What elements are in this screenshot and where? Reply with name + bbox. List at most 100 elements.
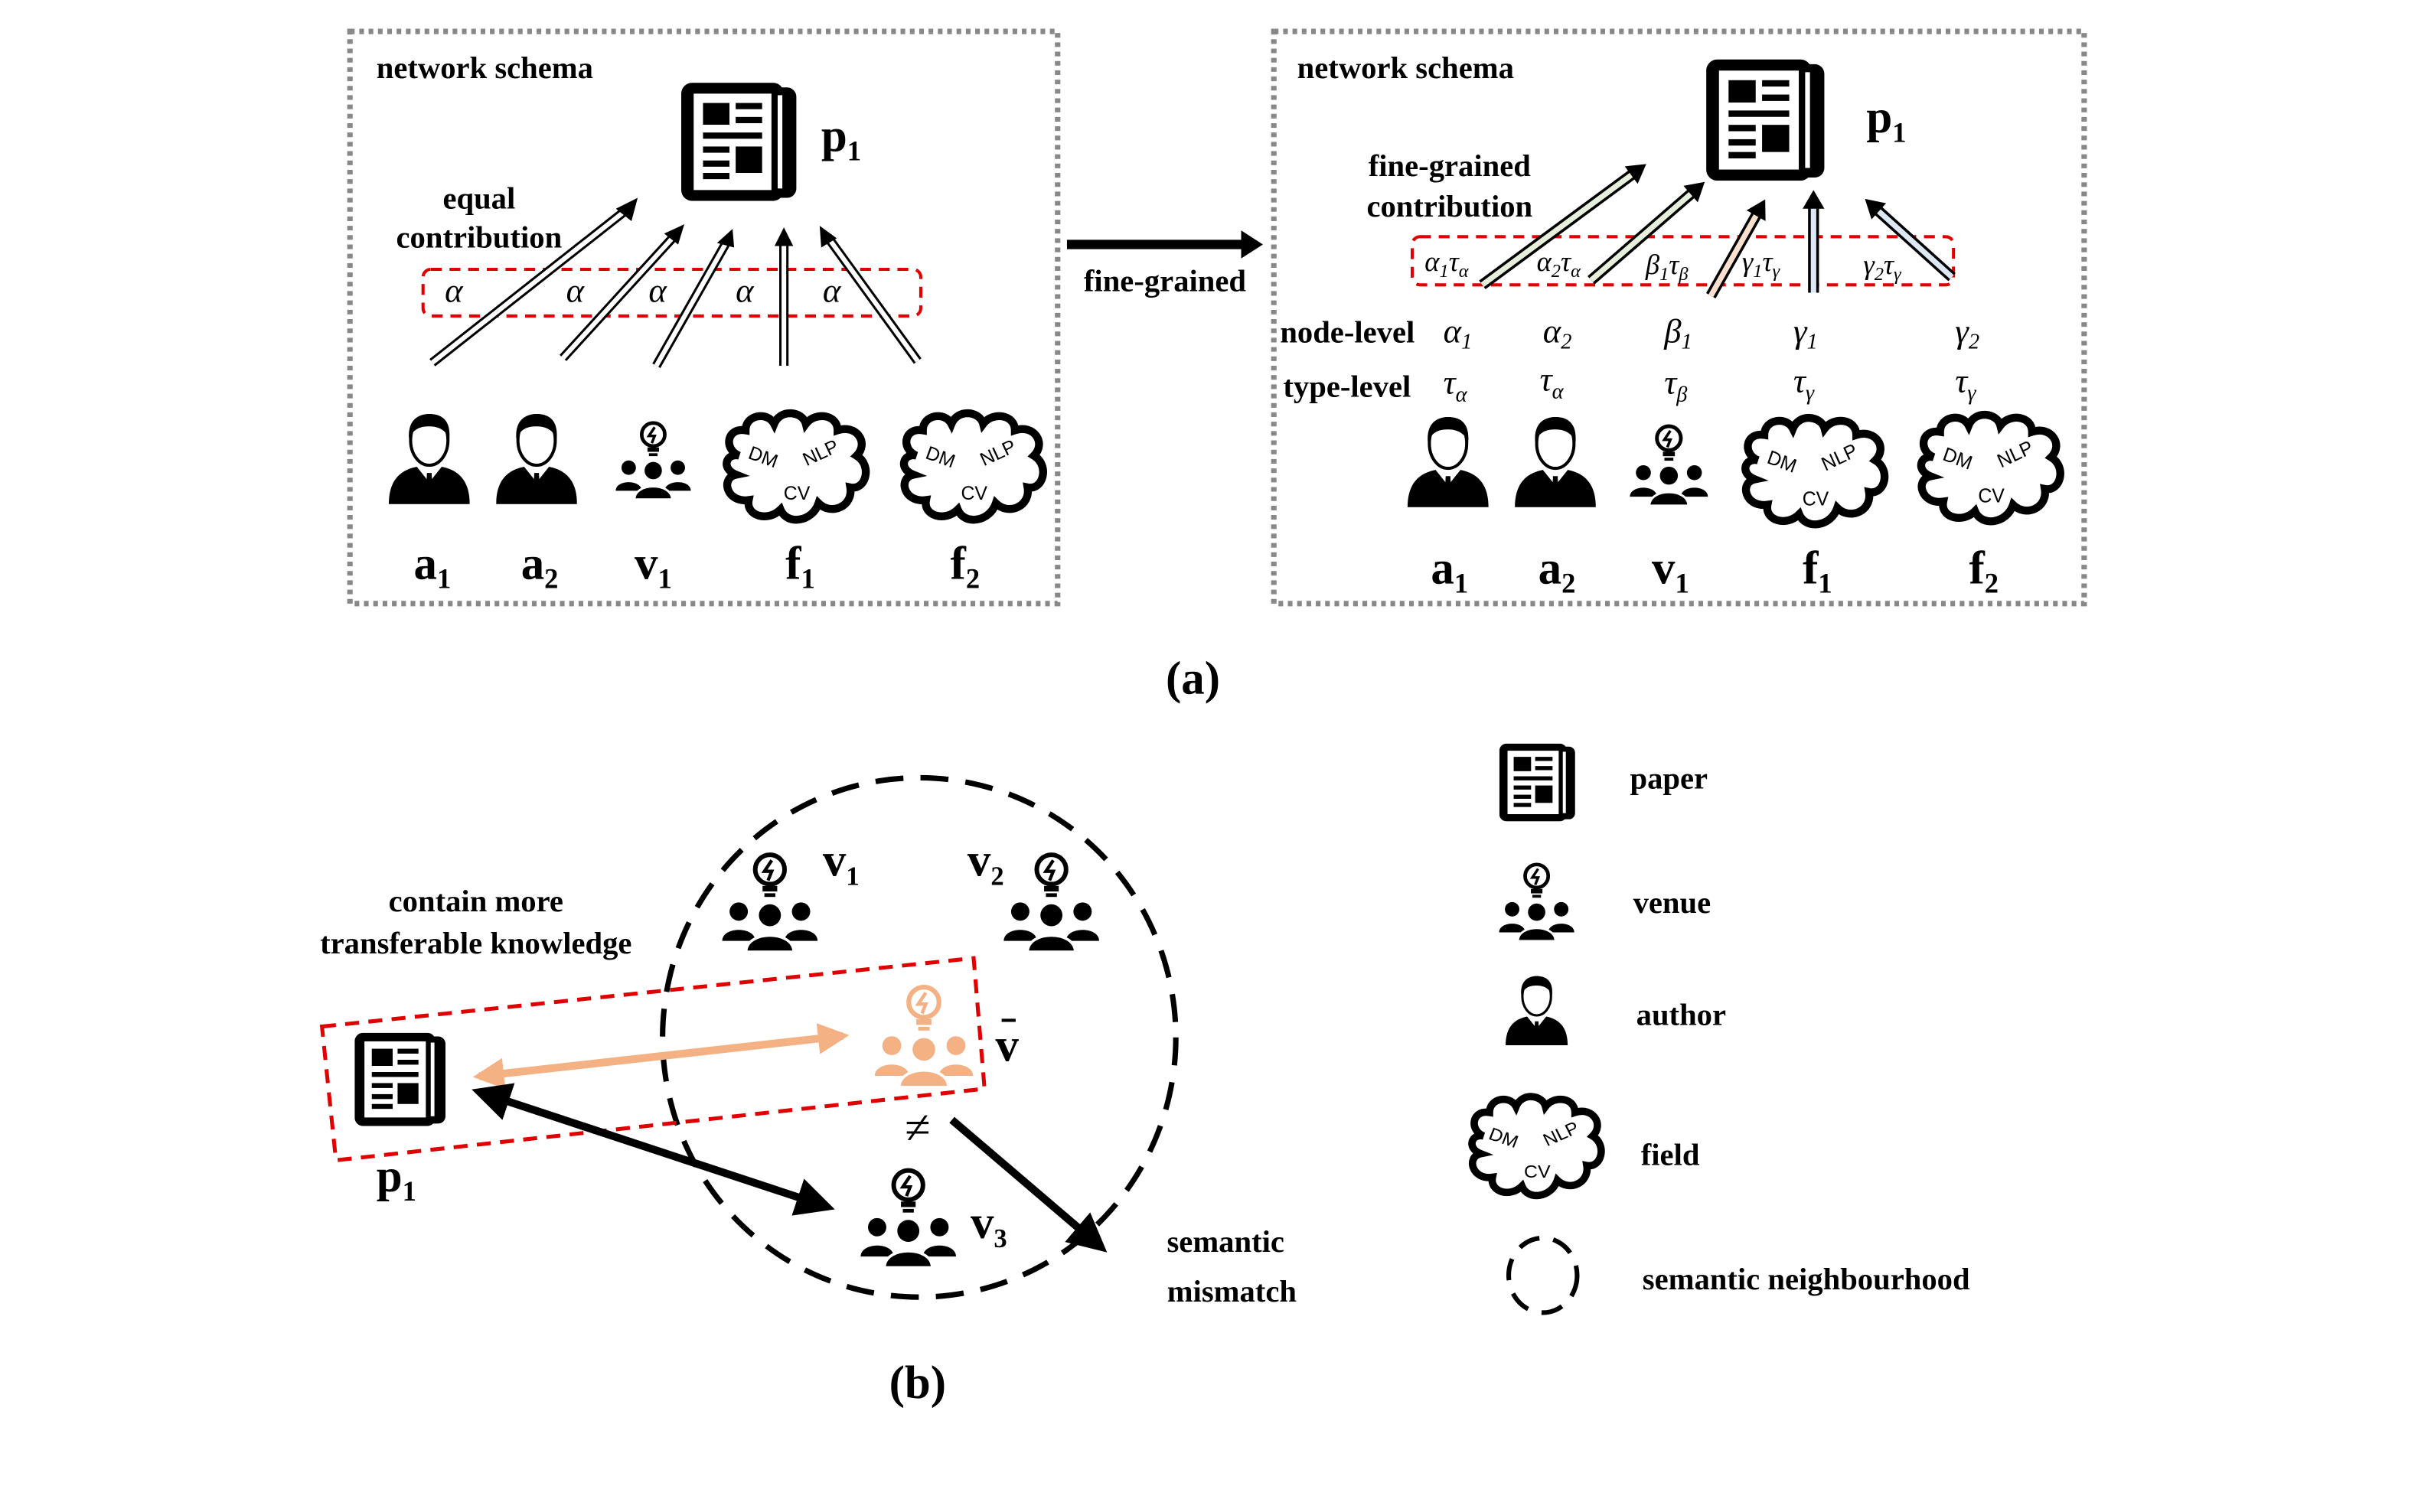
frame bbox=[347, 28, 1061, 607]
contribution-arrow bbox=[825, 235, 920, 363]
contribution-arrow bbox=[561, 232, 679, 360]
paper-label: p1 bbox=[821, 111, 861, 167]
semantic-neighbourhood-circle bbox=[660, 774, 1179, 1300]
venue-icon bbox=[615, 423, 690, 500]
weight: α1τα bbox=[1424, 246, 1469, 282]
cloud-term: CV bbox=[1803, 488, 1829, 510]
frame bbox=[1271, 28, 2087, 607]
contribution-arrow bbox=[431, 205, 631, 365]
legend: paper venue author DM NLP CV field seman… bbox=[1472, 743, 1970, 1315]
mean-venue-label: v bbox=[995, 1020, 1019, 1071]
node-label: v1 bbox=[1652, 543, 1689, 598]
annotation: transferable knowledge bbox=[320, 926, 631, 960]
node-label: v1 bbox=[635, 538, 672, 594]
weight: β1τβ bbox=[1645, 249, 1689, 285]
legend-label: paper bbox=[1630, 761, 1708, 796]
weight: γ2τγ bbox=[1863, 249, 1902, 285]
weight: α bbox=[566, 272, 586, 310]
node-level-weight: α2 bbox=[1543, 311, 1572, 354]
paper-icon bbox=[681, 83, 797, 201]
venue-label: v1 bbox=[823, 835, 860, 891]
annotation: contribution bbox=[1366, 189, 1532, 223]
legend-label: semantic neighbourhood bbox=[1643, 1262, 1970, 1296]
venue-icon bbox=[723, 855, 818, 952]
type-level-weight: τα bbox=[1540, 360, 1565, 403]
node-label: a2 bbox=[1539, 543, 1576, 598]
node-level-weight: γ2 bbox=[1955, 311, 1979, 354]
annotation: fine-grained bbox=[1369, 148, 1532, 183]
arrowhead bbox=[1746, 199, 1766, 221]
mismatch-label: semantic bbox=[1167, 1224, 1284, 1259]
arrowhead bbox=[1624, 164, 1646, 184]
node-label: a1 bbox=[1431, 543, 1468, 598]
legend-label: field bbox=[1641, 1137, 1700, 1171]
node-label: f2 bbox=[1969, 543, 1999, 598]
transition: fine-grained bbox=[1066, 230, 1263, 298]
annotation: contribution bbox=[396, 220, 563, 255]
venue-icon bbox=[1630, 426, 1708, 506]
weight: α2τα bbox=[1537, 246, 1581, 282]
panel-b: contain more transferable knowledge v1 v… bbox=[319, 774, 1297, 1409]
type-level-weight: τβ bbox=[1664, 363, 1688, 407]
contribution-arrow bbox=[654, 238, 730, 367]
weight: α bbox=[445, 272, 464, 310]
venue-icon bbox=[875, 987, 973, 1087]
node-level-weight: α1 bbox=[1444, 311, 1473, 354]
annotation: equal bbox=[442, 181, 515, 216]
node-level-label: node-level bbox=[1280, 314, 1415, 349]
cloud-term: CV bbox=[784, 483, 811, 504]
schema-right: network schema p1 fine-grained contribut… bbox=[1271, 28, 2087, 607]
schema-title: network schema bbox=[1297, 51, 1514, 85]
type-level-weight: τα bbox=[1444, 363, 1468, 407]
schema-left: network schema p1 equal contribution α α… bbox=[347, 28, 1061, 607]
fine-grained-arrows bbox=[1479, 164, 1956, 299]
legend-label: venue bbox=[1633, 885, 1711, 920]
contribution-arrow bbox=[1480, 169, 1638, 288]
weight: α bbox=[648, 272, 667, 310]
mismatch-label: mismatch bbox=[1167, 1274, 1297, 1308]
node-label: a1 bbox=[414, 538, 452, 594]
schema-title: network schema bbox=[377, 51, 593, 85]
paper-icon bbox=[1706, 59, 1825, 181]
cloud-term: CV bbox=[1978, 485, 2005, 507]
author-icon bbox=[1504, 974, 1569, 1045]
transition-label: fine-grained bbox=[1084, 263, 1247, 298]
contribution-arrow bbox=[1589, 187, 1698, 282]
legend-label: author bbox=[1636, 998, 1726, 1032]
dashed-circle-icon bbox=[1506, 1235, 1580, 1315]
weight: γ1τγ bbox=[1742, 246, 1781, 282]
author-icon bbox=[1408, 417, 1489, 507]
weight: α bbox=[823, 272, 842, 310]
arrowhead bbox=[1865, 198, 1887, 220]
arrowhead bbox=[1803, 190, 1825, 209]
cloud-term: CV bbox=[961, 483, 987, 504]
annotation: contain more bbox=[389, 884, 563, 918]
node-level-weight: γ1 bbox=[1793, 311, 1818, 354]
weights-box bbox=[1411, 235, 1956, 287]
type-level-weight: τγ bbox=[1793, 362, 1815, 406]
node-label: f1 bbox=[785, 538, 815, 594]
venue-icon bbox=[1003, 855, 1099, 952]
node-label: f1 bbox=[1803, 543, 1832, 598]
transferable-highlight-box bbox=[319, 956, 987, 1163]
caption-b: (b) bbox=[889, 1357, 946, 1409]
venue-icon bbox=[1499, 865, 1574, 941]
caption-a: (a) bbox=[1166, 653, 1220, 705]
arrowhead bbox=[1683, 181, 1705, 203]
author-icon bbox=[496, 414, 577, 504]
paper-label: p1 bbox=[1866, 92, 1906, 148]
paper-icon bbox=[1499, 743, 1575, 822]
weight: α bbox=[736, 272, 755, 310]
not-equal-sign: ≠ bbox=[905, 1103, 930, 1154]
type-level-weight: τγ bbox=[1955, 362, 1976, 406]
node-level-weight: β1 bbox=[1663, 311, 1692, 354]
venue-label: v3 bbox=[971, 1198, 1007, 1253]
contribution-arrow bbox=[1872, 205, 1954, 279]
transfer-arrow bbox=[472, 1023, 850, 1090]
relation-arrow bbox=[472, 1083, 835, 1216]
contribution-arrow bbox=[1708, 209, 1762, 298]
node-label: f2 bbox=[951, 538, 981, 594]
paper-icon bbox=[354, 1032, 446, 1126]
author-icon bbox=[389, 414, 470, 504]
